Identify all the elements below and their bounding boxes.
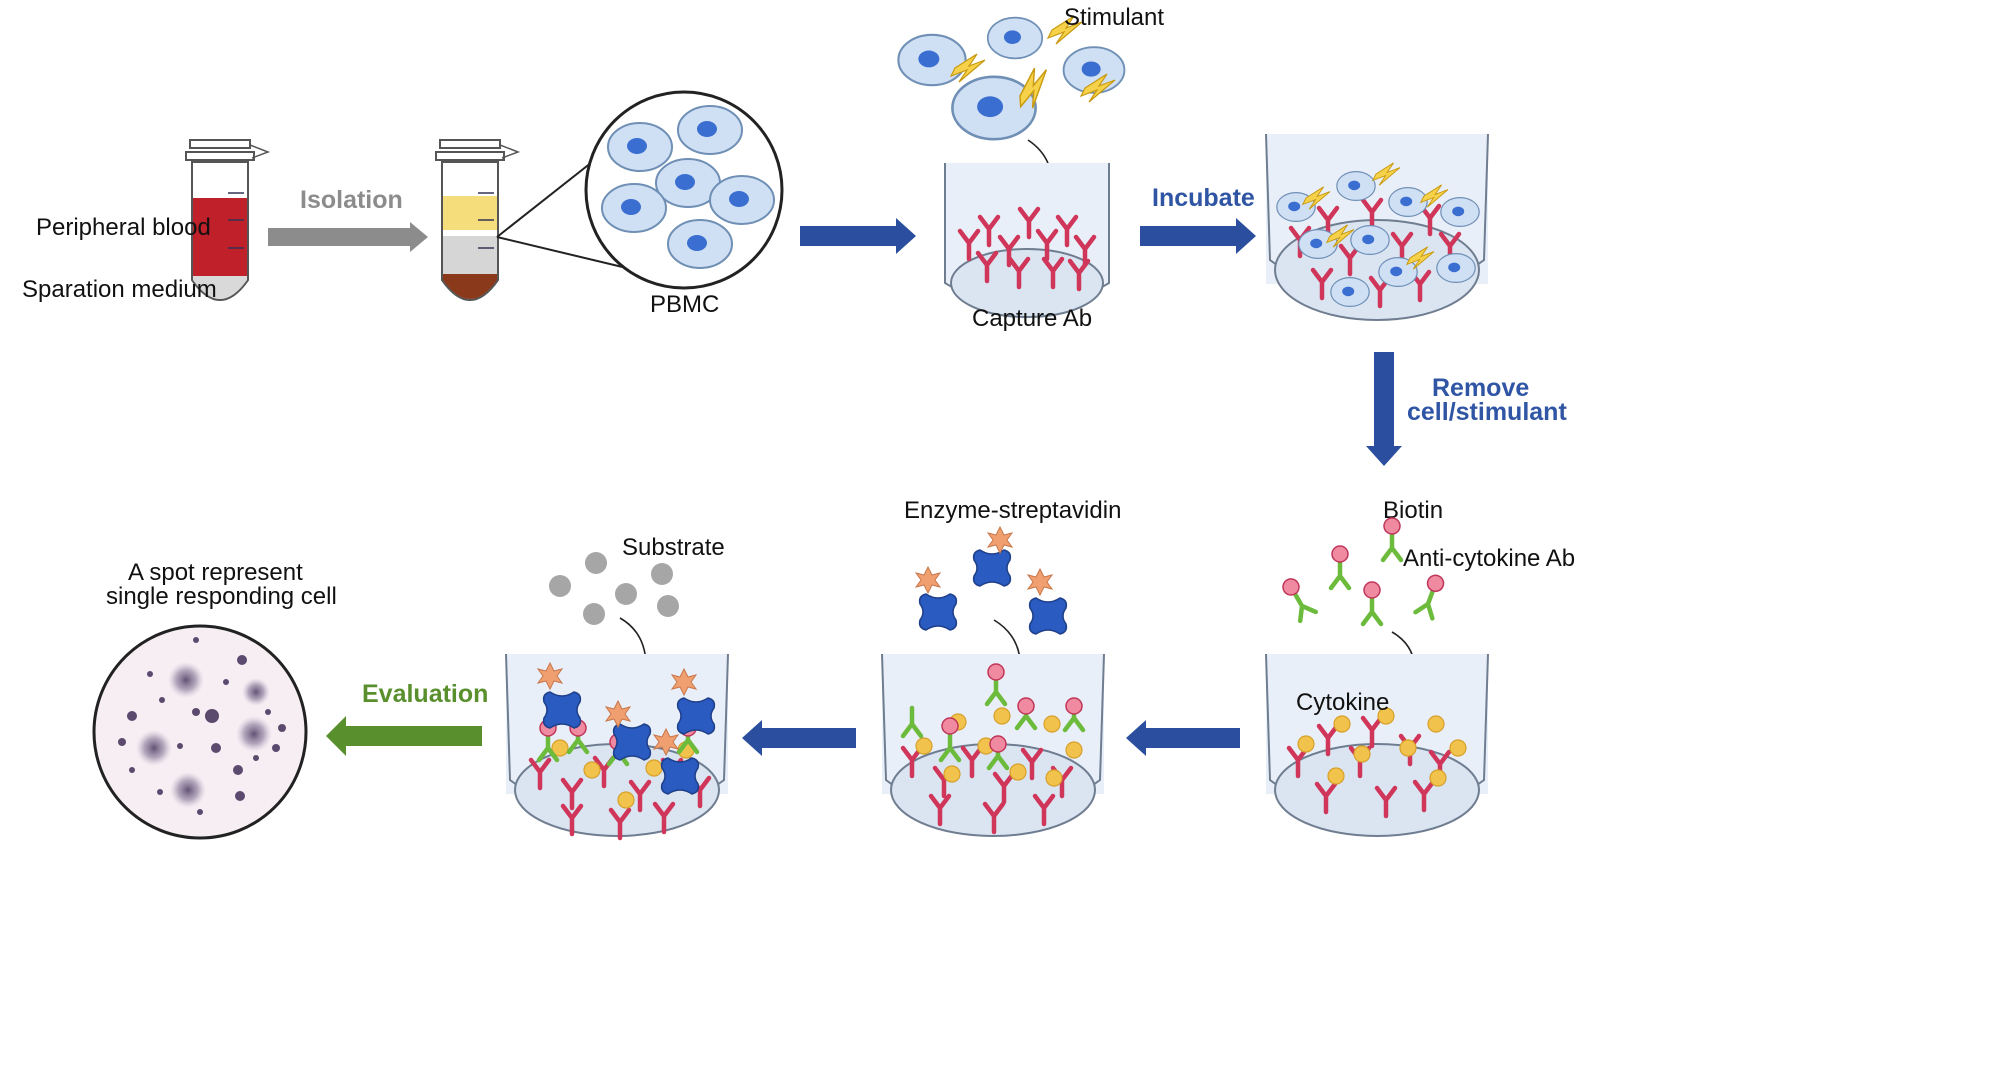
well-capture-ab (944, 162, 1110, 318)
zoom-line-bottom (496, 236, 636, 271)
elispot-result-dish (92, 624, 308, 840)
pbmc-cell (667, 219, 733, 269)
well-cytokine (1265, 653, 1489, 837)
remove-label-line2: cell/stimulant (1407, 398, 1567, 426)
stimulated-cells (897, 15, 1126, 141)
pbmc-cell (601, 183, 667, 233)
pbmc-cell (677, 105, 743, 155)
stimulant-label: Stimulant (1064, 4, 1164, 31)
cytokine-label: Cytokine (1296, 689, 1389, 716)
substrate-label: Substrate (622, 534, 725, 561)
evaluation-label: Evaluation (362, 680, 488, 708)
evaluation-arrow (326, 716, 482, 756)
flow-arrow-left-2 (742, 720, 856, 756)
pbmc-magnified-view (584, 90, 784, 290)
free-enzyme-streptavidin (915, 526, 1068, 635)
pbmc-cell (709, 175, 775, 225)
isolation-arrow (268, 222, 428, 252)
flow-arrow-1 (800, 218, 916, 254)
pbmc-cell (607, 122, 673, 172)
isolation-label: Isolation (300, 186, 403, 214)
separation-medium-label: Sparation medium (22, 276, 217, 303)
remove-label-line1: Remove (1432, 374, 1529, 402)
pbmc-label: PBMC (650, 291, 719, 318)
peripheral-blood-label: Peripheral blood (36, 214, 211, 241)
substrate-molecules (549, 552, 679, 625)
incubate-label: Incubate (1152, 184, 1255, 212)
well-incubation (1265, 133, 1489, 321)
separated-tube (435, 139, 521, 301)
capture-ab-label: Capture Ab (972, 305, 1092, 332)
blood-tube (185, 139, 271, 301)
well-detection-ab (881, 653, 1105, 837)
spot-caption-line1: A spot represent (128, 559, 303, 586)
well-enzyme (505, 653, 729, 838)
flow-arrow-left-1 (1126, 720, 1240, 756)
anti-cytokine-ab-label: Anti-cytokine Ab (1403, 545, 1575, 572)
incubate-arrow (1140, 218, 1256, 254)
remove-arrow (1366, 352, 1402, 466)
enzyme-streptavidin-label: Enzyme-streptavidin (904, 497, 1121, 524)
spot-caption-line2: single responding cell (106, 583, 337, 610)
